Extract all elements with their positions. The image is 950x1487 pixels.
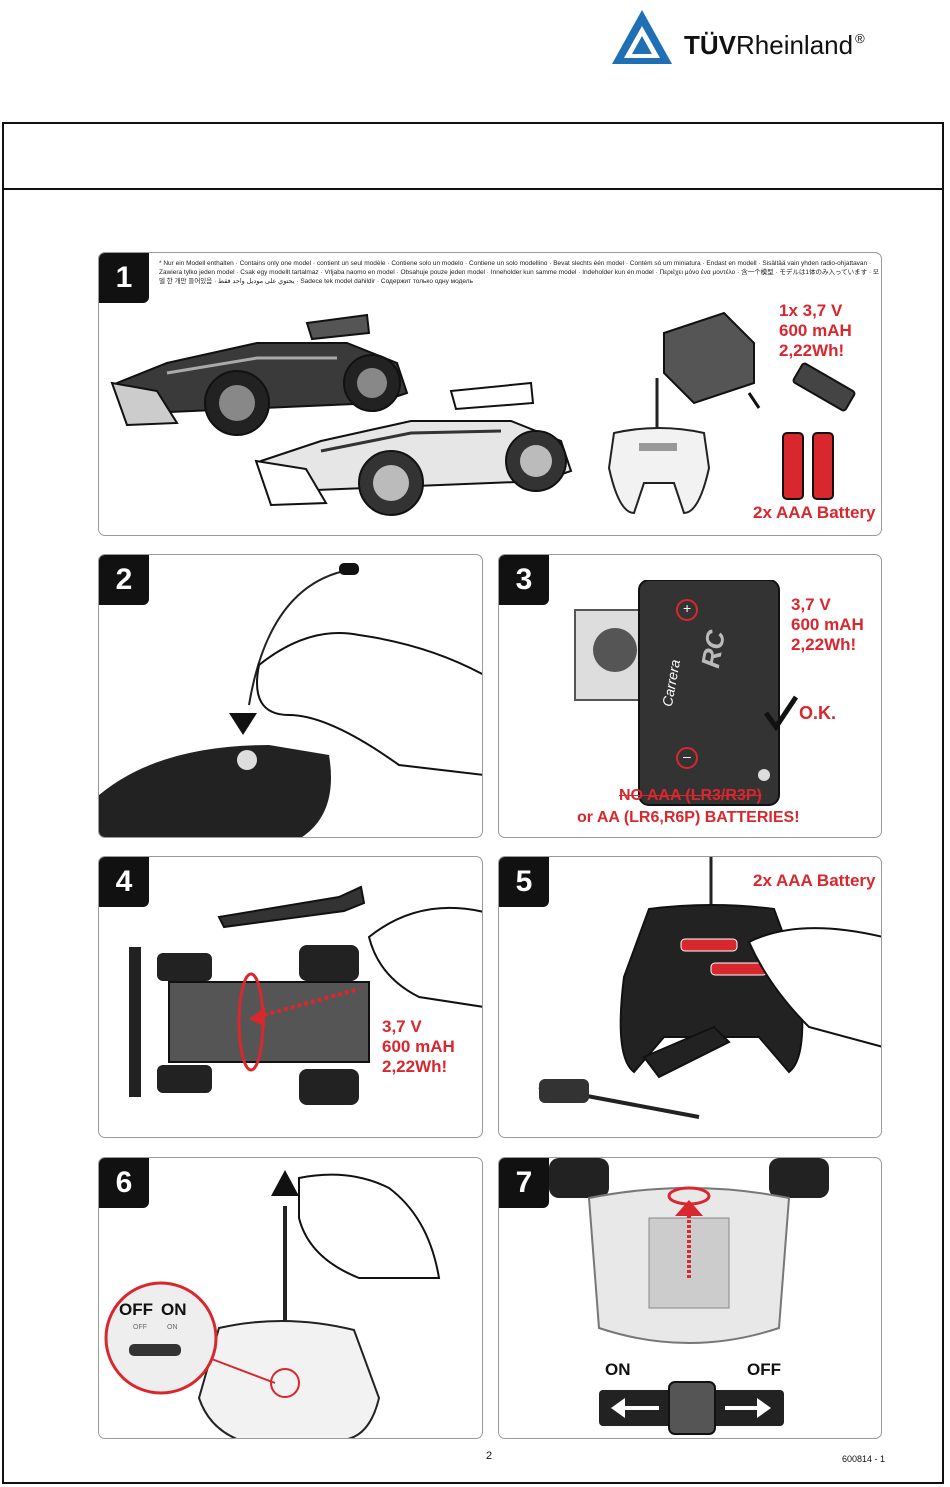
rc-car-light-illustration	[254, 381, 573, 516]
no-aa-warning: or AA (LR6,R6P) BATTERIES!	[577, 809, 800, 826]
power-switch-off-label: OFF	[119, 1300, 153, 1319]
step-number: 7	[499, 1158, 549, 1208]
step-number: 3	[499, 555, 549, 605]
remote-control-illustration	[607, 378, 711, 515]
tuv-triangle-icon	[612, 10, 672, 64]
aaa-battery-label: 2x AAA Battery	[753, 503, 876, 522]
power-switch-on-small-label: ON	[167, 1324, 178, 1331]
step-1-panel: 1 * Nur ein Modell enthalten · Contains …	[98, 252, 882, 536]
document-frame	[2, 122, 944, 1484]
step-5-panel: 5 2x AAA Battery	[498, 856, 882, 1138]
rc-car-dark-illustration	[110, 313, 409, 436]
power-off-label: OFF	[747, 1360, 781, 1379]
step-2-panel: 2	[98, 554, 483, 838]
no-aaa-warning: NO AAA (LR3/R3P)	[619, 787, 762, 804]
antenna-mounting-illustration	[99, 563, 482, 837]
step-number: 4	[99, 857, 149, 907]
step-number: 2	[99, 555, 149, 605]
step-number: 5	[499, 857, 549, 907]
aaa-batteries-illustration	[782, 432, 834, 500]
step-6-panel: 6 OFF ON OFF ON	[98, 1157, 483, 1439]
step-7-panel: 7 ON OFF	[498, 1157, 882, 1439]
antenna-extend-remote-illustration	[104, 1170, 441, 1438]
battery-pack-small-illustration	[792, 362, 856, 412]
charger-illustration	[663, 311, 761, 409]
document-number: 600814 - 1	[842, 1454, 886, 1464]
remote-battery-insertion-illustration	[538, 857, 881, 1119]
car-power-switch-illustration	[549, 1158, 829, 1435]
battery-minus-sign: –	[683, 748, 691, 764]
step-number: 6	[99, 1158, 149, 1208]
frame-header-row	[4, 124, 942, 190]
step-number: 1	[99, 253, 149, 303]
power-on-label: ON	[605, 1360, 631, 1379]
aaa-battery-label: 2x AAA Battery	[753, 871, 876, 890]
ok-label: O.K.	[799, 703, 837, 723]
battery-rc-label: RC	[695, 628, 732, 671]
page-number: 2	[486, 1450, 493, 1462]
power-switch-off-small-label: OFF	[133, 1324, 147, 1331]
logo-wordmark: TÜVRheinland®	[684, 30, 865, 60]
power-switch-on-label: ON	[161, 1300, 187, 1319]
contents-note: * Nur ein Modell enthalten · Contains on…	[159, 260, 879, 285]
car-battery-insertion-illustration	[129, 885, 482, 1105]
battery-plus-sign: +	[683, 600, 692, 616]
checkmark-icon	[764, 695, 798, 731]
tuv-rheinland-logo: TÜVRheinland®	[610, 8, 930, 66]
wall-socket-battery-illustration	[574, 580, 780, 806]
